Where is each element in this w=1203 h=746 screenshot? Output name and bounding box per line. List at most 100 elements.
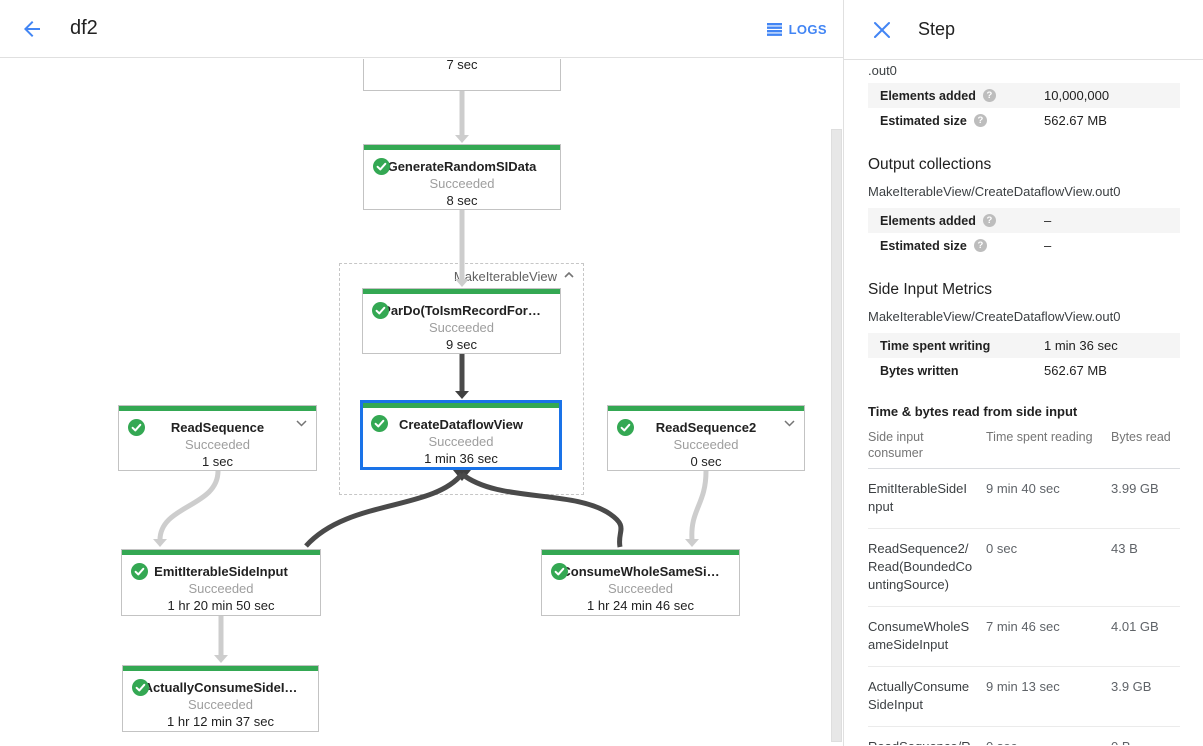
metric-label: Elements added ?	[880, 89, 1044, 103]
table-row: EmitIterableSideInput 9 min 40 sec 3.99 …	[868, 469, 1180, 529]
node-status-bar	[122, 550, 320, 555]
node-status-bar	[364, 145, 560, 150]
node-title: EmitIterableSideInput	[154, 564, 288, 579]
arrowhead	[455, 135, 469, 143]
chevron-down-icon[interactable]	[296, 420, 307, 427]
topbar: df2 LOGS	[0, 0, 843, 58]
side-input-metrics-heading: Side Input Metrics	[868, 281, 993, 298]
close-icon[interactable]	[873, 21, 891, 39]
node-duration: 8 sec	[446, 193, 478, 208]
chevron-up-icon[interactable]	[564, 272, 574, 278]
edge-readsequence2-to-consumewholesamesideinput	[689, 470, 709, 541]
graph-vertical-scrollbar[interactable]	[831, 129, 842, 742]
check-circle-icon	[373, 158, 390, 175]
check-circle-icon	[551, 563, 568, 580]
back-arrow-icon[interactable]	[20, 17, 44, 41]
metric-label: Time spent writing	[880, 338, 991, 353]
node-status: Succeeded	[673, 437, 739, 452]
node-status: Succeeded	[428, 320, 495, 335]
graph-node-generate-random-si-data[interactable]: GenerateRandomSIData Succeeded 8 sec	[363, 144, 561, 210]
metric-label: Estimated size ?	[880, 239, 1044, 253]
cell-side-input-consumer: ReadSequence/Read(BoundedCountingSource)	[868, 738, 986, 745]
node-title: ReadSequence2	[655, 420, 757, 435]
table-row: ReadSequence/Read(BoundedCountingSource)…	[868, 727, 1180, 745]
cell-side-input-consumer: ConsumeWholeSameSideInput	[868, 619, 970, 652]
node-status: Succeeded	[607, 581, 674, 596]
side-input-table-header: Side input consumer Time spent reading B…	[868, 426, 1180, 469]
cell-side-input-consumer: ActuallyConsumeSideInput	[868, 679, 970, 712]
graph-node-read-sequence2[interactable]: ReadSequence2 Succeeded 0 sec	[607, 405, 805, 471]
check-circle-icon	[371, 415, 388, 432]
cell-bytes-read: 43 B	[1111, 541, 1138, 556]
edge-createdataflowview-to-emititerablesideinput	[304, 472, 464, 548]
graph-node-create-dataflow-view[interactable]: CreateDataflowView Succeeded 1 min 36 se…	[360, 400, 562, 470]
metric-row: Elements added ? 10,000,000	[868, 83, 1180, 108]
node-status: Succeeded	[187, 697, 254, 712]
side-input-table-heading: Time & bytes read from side input	[868, 404, 1078, 419]
graph-node-consume-whole-same-si[interactable]: ConsumeWholeSameSi… Succeeded 1 hr 24 mi…	[541, 549, 740, 616]
metric-row: Time spent writing 1 min 36 sec	[868, 333, 1180, 358]
cell-side-input-consumer: ReadSequence2/Read(BoundedCountingSource…	[868, 541, 973, 592]
table-row: ActuallyConsumeSideInput 9 min 13 sec 3.…	[868, 667, 1180, 727]
node-duration: 1 min 36 sec	[424, 451, 498, 466]
node-duration: 1 hr 24 min 46 sec	[587, 598, 694, 613]
graph-node-pardo-to-ism-record[interactable]: ParDo(ToIsmRecordFor… Succeeded 9 sec	[362, 288, 561, 354]
col-header-time-spent-reading: Time spent reading	[986, 430, 1093, 444]
metric-value: –	[1044, 213, 1052, 228]
cell-bytes-read: 3.9 GB	[1111, 679, 1152, 694]
graph-node-emit-iterable-side-input[interactable]: EmitIterableSideInput Succeeded 1 hr 20 …	[121, 549, 321, 616]
node-duration: 7 sec	[446, 59, 478, 72]
logs-button-label: LOGS	[788, 21, 827, 37]
metric-row: Elements added ? –	[868, 208, 1180, 233]
side-input-collection-name: MakeIterableView/CreateDataflowView.out0	[868, 309, 1121, 324]
chevron-down-icon[interactable]	[784, 420, 795, 427]
metric-label: Estimated size ?	[880, 114, 1044, 128]
help-icon[interactable]: ?	[982, 214, 996, 227]
panel-header: Step	[844, 0, 1203, 60]
output-collection-name: MakeIterableView/CreateDataflowView.out0	[868, 184, 1121, 199]
node-status-bar	[119, 406, 316, 411]
node-title: ReadSequence	[170, 420, 265, 435]
table-row: ConsumeWholeSameSideInput 7 min 46 sec 4…	[868, 607, 1180, 667]
node-title: GenerateRandomSIData	[387, 159, 537, 174]
cell-side-input-consumer: EmitIterableSideInput	[868, 481, 967, 514]
node-duration: 1 sec	[201, 454, 234, 469]
node-status-bar	[363, 289, 560, 294]
panel-title: Step	[918, 19, 956, 39]
metric-value: 10,000,000	[1044, 88, 1110, 103]
help-icon[interactable]: ?	[982, 89, 996, 102]
cell-time-spent-reading: 9 min 40 sec	[986, 481, 1060, 496]
graph-node-top-clipped-step[interactable]: Succeeded 7 sec	[363, 59, 561, 91]
metric-value: 562.67 MB	[1044, 363, 1107, 378]
graph-edges	[153, 91, 709, 663]
cell-bytes-read: 4.01 GB	[1111, 619, 1159, 634]
input-metrics-rows: Elements added ? 10,000,000 Estimated si…	[868, 83, 1180, 133]
node-duration: 1 hr 12 min 37 sec	[167, 714, 274, 729]
step-details-panel: Step .out0 Elements added ? 10,000,000 E…	[843, 0, 1203, 746]
side-input-table: Side input consumer Time spent reading B…	[868, 426, 1180, 745]
check-circle-icon	[617, 419, 634, 436]
metric-value: 562.67 MB	[1044, 113, 1107, 128]
arrowhead	[455, 279, 469, 287]
node-duration: 0 sec	[690, 454, 722, 469]
metric-value: 1 min 36 sec	[1044, 338, 1118, 353]
node-status-bar	[608, 406, 804, 411]
cell-time-spent-reading: 0 sec	[986, 541, 1018, 556]
logs-button[interactable]: LOGS	[766, 0, 827, 58]
arrowhead	[214, 655, 228, 663]
graph-node-actually-consume-side-i[interactable]: ActuallyConsumeSideI… Succeeded 1 hr 12 …	[122, 665, 319, 732]
side-input-metrics-rows: Time spent writing 1 min 36 sec Bytes wr…	[868, 333, 1180, 383]
help-icon[interactable]: ?	[973, 239, 987, 252]
help-icon[interactable]: ?	[973, 114, 987, 127]
node-title: ActuallyConsumeSideI…	[143, 680, 298, 695]
node-status: Succeeded	[188, 581, 254, 596]
col-header-bytes-read: Bytes read	[1111, 430, 1171, 444]
job-graph-pane: MakeIterableView Succeeded 7 sec	[0, 59, 843, 746]
edge-createdataflowview-to-consumewholesamesideinput	[460, 472, 624, 548]
job-title: df2	[70, 17, 98, 39]
check-circle-icon	[372, 302, 389, 319]
group-label[interactable]: MakeIterableView	[453, 269, 557, 284]
graph-node-read-sequence[interactable]: ReadSequence Succeeded 1 sec	[118, 405, 317, 471]
node-status-bar	[123, 666, 318, 671]
metric-label: Elements added ?	[880, 214, 1044, 228]
